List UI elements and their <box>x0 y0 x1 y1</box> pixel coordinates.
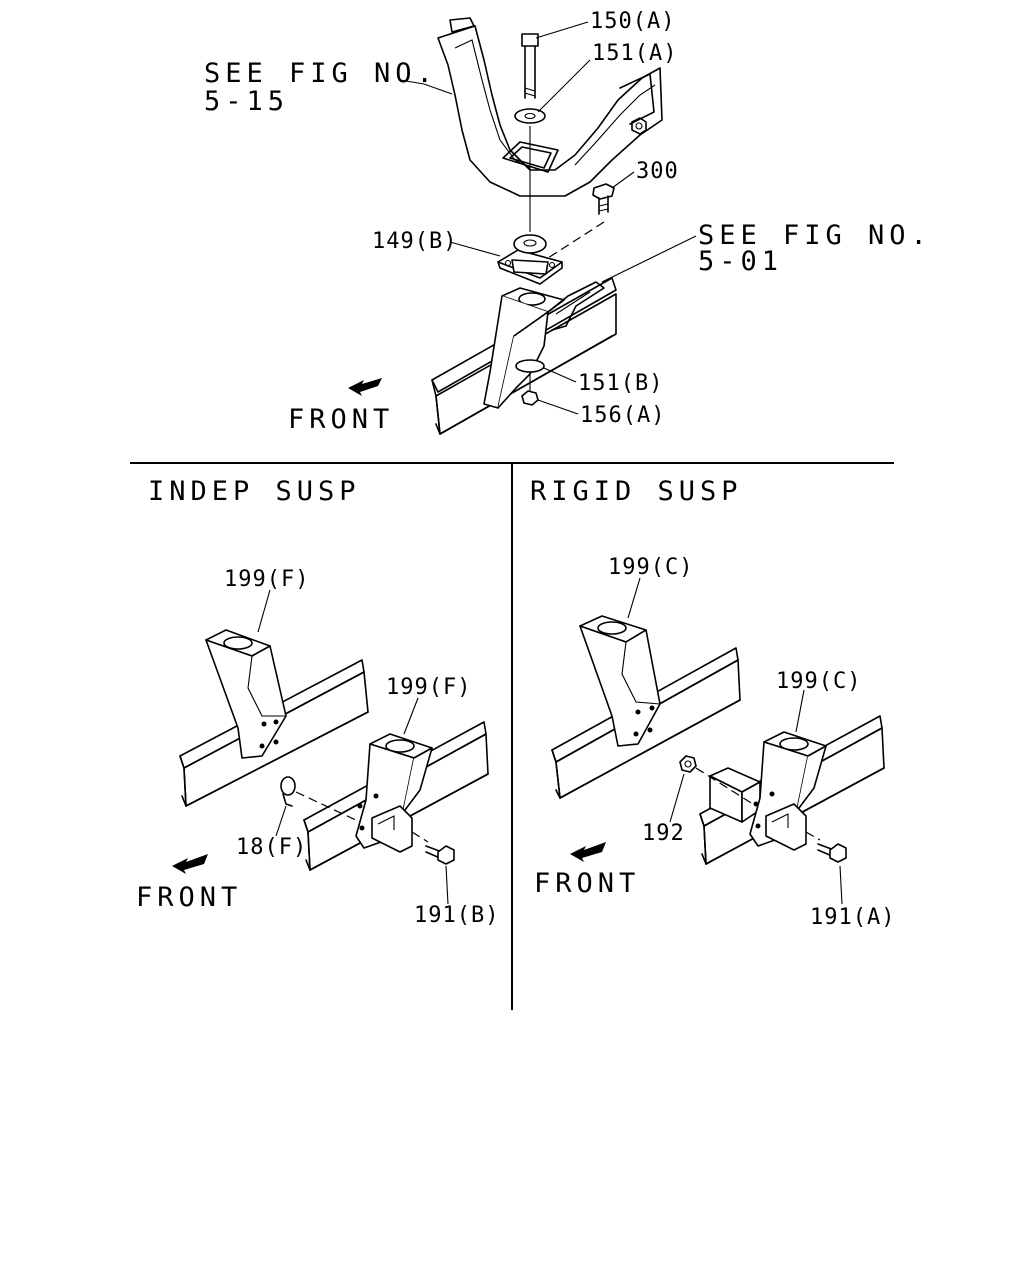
ref-fig-5-01-line2: 5-01 <box>698 246 783 277</box>
front-arrow-icon <box>570 842 606 862</box>
bolt-150a <box>521 33 539 99</box>
bolt-300 <box>592 183 615 215</box>
nut-156a <box>521 390 539 406</box>
frame-rail-indep-left <box>179 659 369 807</box>
frame-rail-rigid-left <box>551 647 741 799</box>
bolt-191a <box>817 843 847 863</box>
washer-151b <box>515 359 545 373</box>
callout-191b: 191(B) <box>414 903 499 928</box>
front-label-rigid: FRONT <box>534 868 640 899</box>
callout-199c-upper: 199(C) <box>608 555 693 580</box>
front-arrow-icon <box>348 378 382 396</box>
indep-susp-panel: INDEP SUSP <box>136 476 499 928</box>
rigid-panel-title: RIGID SUSP <box>530 476 743 507</box>
callout-191a: 191(A) <box>810 905 895 930</box>
callout-150a: 150(A) <box>590 9 675 34</box>
front-arrow-icon <box>172 854 208 874</box>
washer-151a <box>514 108 546 124</box>
bracket-199f-upper <box>205 629 287 759</box>
clip-18f <box>280 776 296 807</box>
spacer-block <box>709 767 761 823</box>
callout-192: 192 <box>642 821 685 846</box>
ref-fig-5-15-line1: SEE FIG NO. <box>204 58 438 89</box>
callout-199f-lower: 199(F) <box>386 675 471 700</box>
rigid-susp-panel: RIGID SUSP <box>530 476 895 930</box>
ref-fig-5-15-line2: 5-15 <box>204 86 289 117</box>
top-assembly: SEE FIG NO. 5-15 SEE FIG NO. 5-01 150(A)… <box>204 9 932 435</box>
front-label-top: FRONT <box>288 404 394 435</box>
indep-panel-title: INDEP SUSP <box>148 476 361 507</box>
ref-fig-5-01-line1: SEE FIG NO. <box>698 220 932 251</box>
crossmember-part <box>437 17 663 197</box>
callout-156a: 156(A) <box>580 403 665 428</box>
mount-insulator-149b <box>497 234 563 285</box>
callout-151a: 151(A) <box>592 41 677 66</box>
callout-199c-lower: 199(C) <box>776 669 861 694</box>
frame-rail-upper <box>431 277 617 435</box>
front-label-indep: FRONT <box>136 882 242 913</box>
callout-151b: 151(B) <box>578 371 663 396</box>
callout-18f: 18(F) <box>236 835 307 860</box>
callout-199f-upper: 199(F) <box>224 567 309 592</box>
callout-149b: 149(B) <box>372 229 457 254</box>
callout-300: 300 <box>636 159 679 184</box>
bracket-199c-upper <box>579 615 661 747</box>
bracket-199c-lower <box>749 731 827 851</box>
nut-192 <box>679 755 697 773</box>
bolt-191b <box>425 845 455 865</box>
bracket-199f-lower <box>355 733 433 853</box>
